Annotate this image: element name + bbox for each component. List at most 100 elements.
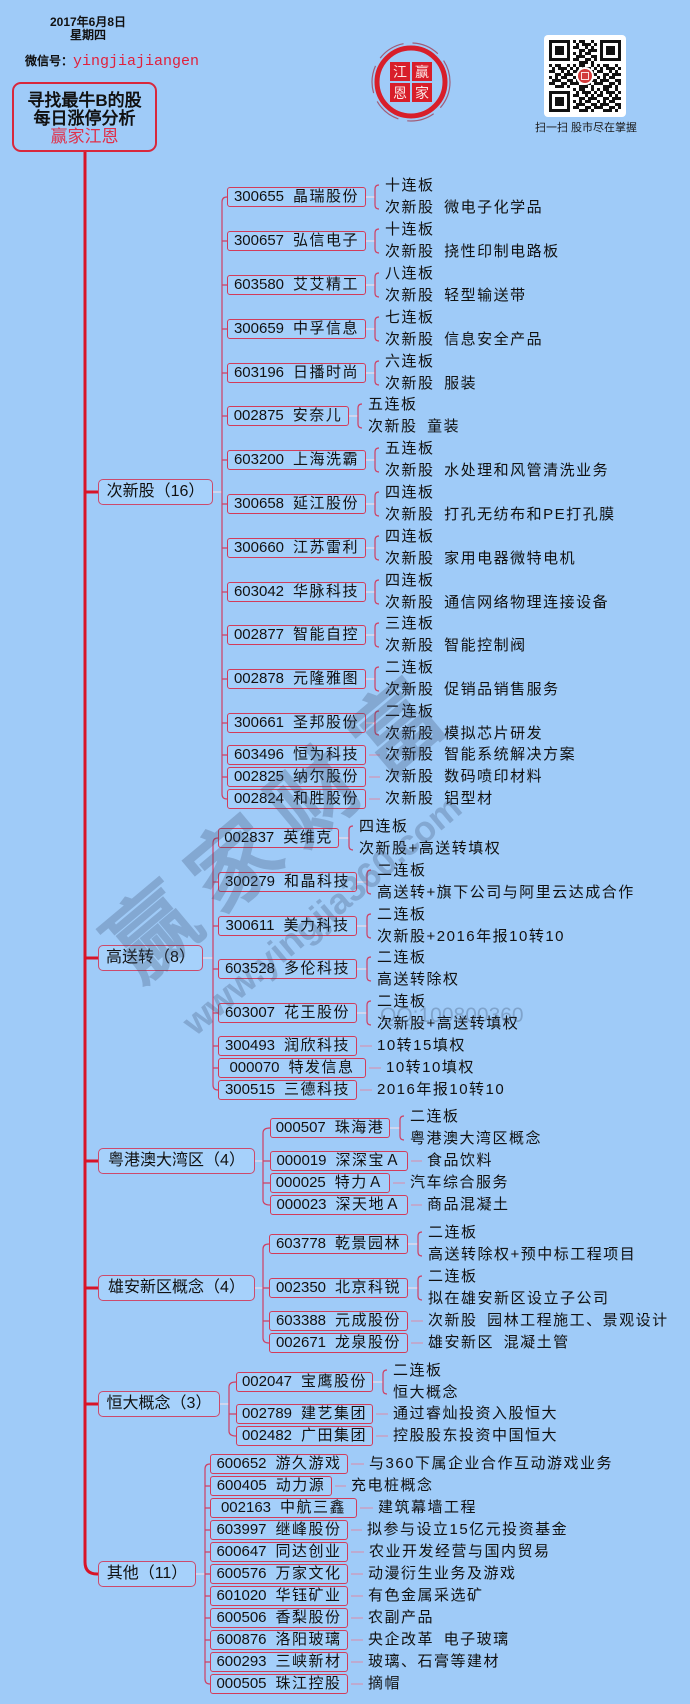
stock-note: 次新股+高送转填权 (359, 840, 502, 857)
stock-name: 同达创业 (275, 1543, 342, 1560)
stock-name: 美力科技 (283, 917, 350, 934)
stock-code: 000025 (275, 1174, 326, 1191)
category-node: 雄安新区概念（4） (98, 1275, 255, 1301)
stock-box: 600506 香梨股份 (210, 1608, 348, 1628)
wechat-line: 微信号：yingjiajiangen (25, 52, 199, 71)
stock-note: 10转10填权 (386, 1059, 475, 1076)
stock-name: 和晶科技 (284, 873, 351, 890)
stock-name: 纳尔股份 (293, 768, 360, 785)
stock-note: 二连板 (377, 993, 427, 1010)
stock-note: 玻璃、石膏等建材 (368, 1653, 501, 1670)
category-node: 高送转（8） (98, 945, 203, 971)
stock-code: 603388 (275, 1312, 327, 1329)
stock-name: 恒为科技 (293, 746, 360, 763)
stock-code: 002877 (233, 626, 285, 643)
stock-box: 002877 智能自控 (227, 625, 366, 645)
stock-code: 300658 (233, 495, 285, 512)
stock-note: 商品混凝土 (427, 1196, 510, 1213)
stock-name: 中孚信息 (293, 320, 360, 337)
stock-name: 元成股份 (335, 1312, 402, 1329)
stock-code: 603580 (233, 276, 285, 293)
stock-note: 充电桩概念 (351, 1477, 434, 1494)
stock-name: 润欣科技 (284, 1037, 351, 1054)
stock-note: 二连板 (377, 949, 427, 966)
stock-note: 二连板 (428, 1224, 478, 1241)
stock-code: 600506 (216, 1609, 267, 1626)
stock-note: 次新股 童装 (368, 418, 461, 435)
stock-code: 603997 (216, 1521, 267, 1538)
stock-code: 000023 (276, 1196, 327, 1213)
stock-box: 300493 润欣科技 (218, 1036, 357, 1056)
stock-note: 农副产品 (368, 1609, 435, 1626)
stock-code: 000505 (216, 1675, 267, 1692)
stock-code: 002671 (275, 1334, 327, 1351)
stock-code: 002350 (275, 1279, 327, 1296)
seal-logo-icon: 江 赢 恩 家 (369, 40, 453, 129)
stock-name: 深深宝Ａ (335, 1152, 402, 1169)
stock-code: 600405 (216, 1477, 267, 1494)
stock-name: 游久游戏 (275, 1455, 342, 1472)
stock-code: 600293 (216, 1653, 267, 1670)
category-node: 恒大概念（3） (98, 1391, 220, 1417)
stock-box: 300611 美力科技 (218, 916, 357, 936)
stock-note: 2016年报10转10 (377, 1081, 506, 1098)
stock-note: 次新股 信息安全产品 (385, 331, 544, 348)
stock-name: 宝鹰股份 (301, 1373, 368, 1390)
stock-note: 八连板 (385, 265, 435, 282)
stock-code: 002837 (224, 829, 275, 846)
stock-name: 上海洗霸 (293, 451, 360, 468)
stock-note: 六连板 (385, 353, 435, 370)
stock-code: 002825 (233, 768, 285, 785)
stock-name: 广田集团 (301, 1427, 368, 1444)
stock-name: 和胜股份 (293, 790, 360, 807)
stock-note: 十连板 (385, 221, 435, 238)
stock-name: 延江股份 (293, 495, 360, 512)
stock-note: 粤港澳大湾区概念 (410, 1130, 543, 1147)
stock-code: 300493 (224, 1037, 276, 1054)
stock-note: 二连板 (377, 906, 427, 923)
root-line-1: 寻找最牛B的股 (27, 91, 142, 110)
stock-code: 300611 (225, 917, 275, 934)
branch-lines (204, 184, 423, 1685)
stock-name: 艾艾精工 (293, 276, 360, 293)
stock-note: 三连板 (385, 615, 435, 632)
stock-name: 万家文化 (275, 1565, 342, 1582)
stock-note: 次新股 促销品销售服务 (385, 681, 560, 698)
stock-note: 次新股 轻型输送带 (385, 287, 527, 304)
stock-code: 603196 (233, 364, 285, 381)
stock-name: 北京科锐 (335, 1279, 402, 1296)
stock-note: 二连板 (410, 1108, 460, 1125)
wechat-id: yingjiajiangen (73, 53, 200, 70)
note-dashes (335, 754, 423, 1685)
stock-name: 香梨股份 (275, 1609, 342, 1626)
stock-note: 二连板 (377, 862, 427, 879)
stock-name: 安奈儿 (292, 407, 343, 424)
stock-box: 603580 艾艾精工 (227, 275, 366, 295)
stock-name: 珠海港 (334, 1119, 385, 1136)
stock-box: 300279 和晶科技 (218, 872, 357, 892)
stock-code: 300279 (224, 873, 276, 890)
stock-name: 智能自控 (293, 626, 360, 643)
stock-name: 英维克 (283, 829, 333, 846)
root-line-2: 每日涨停分析 (33, 109, 136, 128)
stock-note: 恒大概念 (393, 1384, 460, 1401)
stock-name: 花王股份 (284, 1004, 351, 1021)
